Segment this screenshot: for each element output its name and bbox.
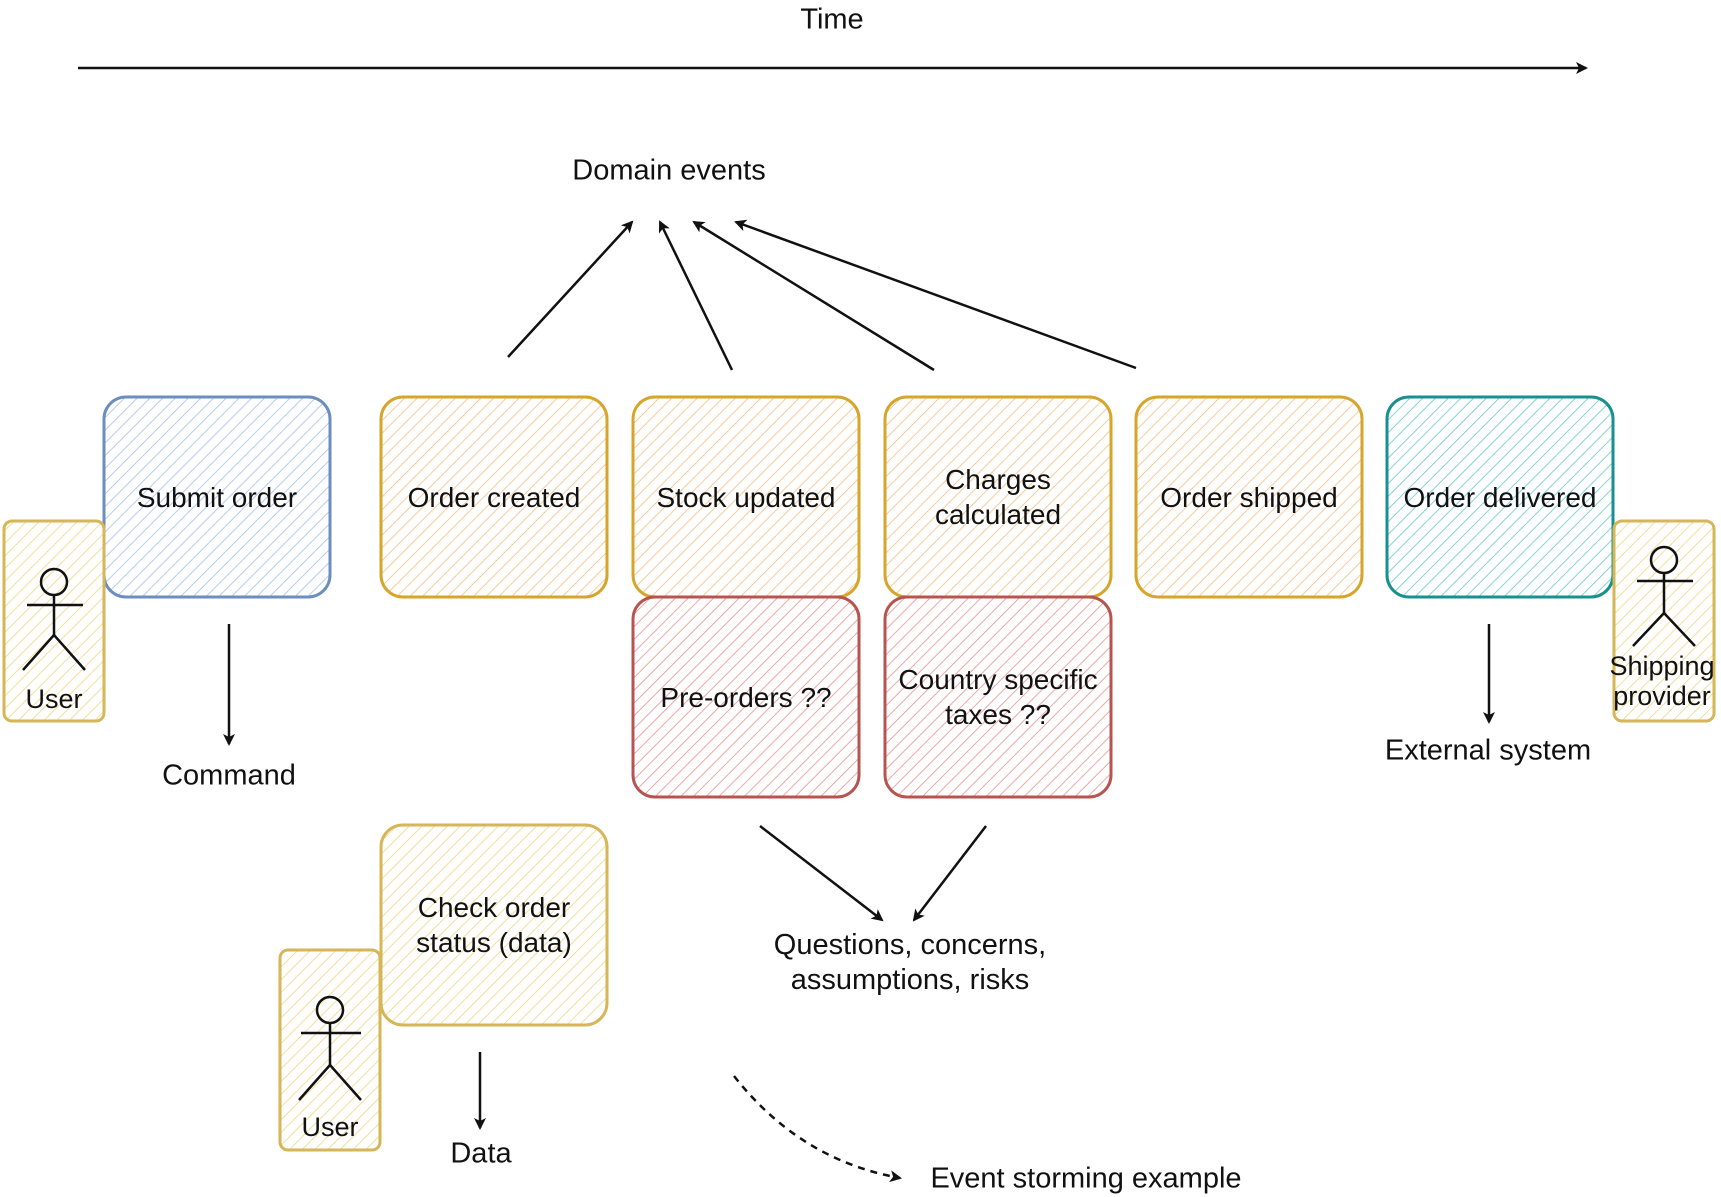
note-charges-calculated-line-2: calculated [934, 499, 1062, 530]
event-storming-example-label: Event storming example [930, 1162, 1242, 1195]
actor-card-shipping-provider [1612, 519, 1716, 723]
note-order-shipped-line-1: Order shipped [1160, 481, 1338, 513]
note-text-submit-order: Submit order [104, 397, 330, 597]
actor-label-user-bottom: User [301, 1112, 358, 1142]
note-charges-calculated-line-1: Charges [945, 464, 1051, 495]
dashed-arrow-to-example [733, 1075, 902, 1183]
arrow-order-created-to-domain-events [507, 220, 634, 358]
note-country-taxes-line-1: Country specific [898, 664, 1098, 695]
arrow-charges-to-domain-events [692, 220, 935, 372]
note-text-order-delivered: Order delivered [1387, 397, 1613, 597]
actor-label-shipping-provider: Shipping provider [1609, 651, 1714, 711]
note-text-stock-updated: Stock updated [633, 397, 859, 597]
questions-label: Questions, concerns, assumptions, risks [774, 928, 1046, 998]
arrow-taxes-to-questions [912, 825, 987, 922]
note-order-created [379, 395, 609, 599]
actor-user-bottom-line-1: User [301, 1112, 359, 1142]
note-submit-order-line-1: Submit order [136, 481, 298, 513]
note-check-order-status-line-2: status (data) [416, 927, 572, 958]
note-check-order-status-line-1: Check order [417, 892, 571, 923]
note-text-order-shipped: Order shipped [1136, 397, 1362, 597]
note-pre-orders-line-1: Pre-orders ?? [660, 681, 832, 713]
command-label: Command [162, 759, 296, 792]
note-text-country-taxes: Country specific taxes ?? [885, 597, 1111, 797]
note-text-pre-orders: Pre-orders ?? [633, 597, 859, 797]
note-text-charges-calculated: Charges calculated [885, 397, 1111, 597]
note-text-order-created: Order created [381, 397, 607, 597]
arrow-order-shipped-to-domain-events [734, 219, 1137, 370]
person-icon-shipping-provider [1632, 545, 1696, 647]
questions-line-2: assumptions, risks [790, 964, 1030, 996]
questions-line-1: Questions, concerns, [773, 929, 1047, 961]
actor-label-user-top: User [25, 684, 82, 714]
data-label: Data [450, 1137, 512, 1170]
note-pre-orders [631, 595, 861, 799]
time-label: Time [800, 3, 864, 36]
note-text-check-order-status: Check order status (data) [381, 825, 607, 1025]
actor-shipping-provider-line-2: provider [1613, 681, 1711, 711]
note-country-taxes [883, 595, 1113, 799]
note-order-shipped [1134, 395, 1364, 599]
note-stock-updated-line-1: Stock updated [656, 481, 836, 513]
actor-user-top-line-1: User [25, 684, 83, 714]
note-submit-order [102, 395, 332, 599]
external-system-label: External system [1384, 734, 1592, 767]
arrow-stock-updated-to-domain-events [658, 220, 734, 371]
person-icon-user-bottom [298, 995, 362, 1101]
person-icon-user-top [22, 567, 86, 671]
arrow-pre-orders-to-questions [759, 825, 884, 922]
note-order-created-line-1: Order created [407, 481, 581, 513]
actor-shipping-provider-line-1: Shipping [1609, 651, 1715, 681]
note-country-taxes-line-2: taxes ?? [945, 699, 1051, 730]
domain-events-label: Domain events [572, 154, 766, 187]
note-order-delivered [1385, 395, 1615, 599]
note-check-order-status [379, 823, 609, 1027]
note-order-delivered-line-1: Order delivered [1403, 481, 1597, 513]
